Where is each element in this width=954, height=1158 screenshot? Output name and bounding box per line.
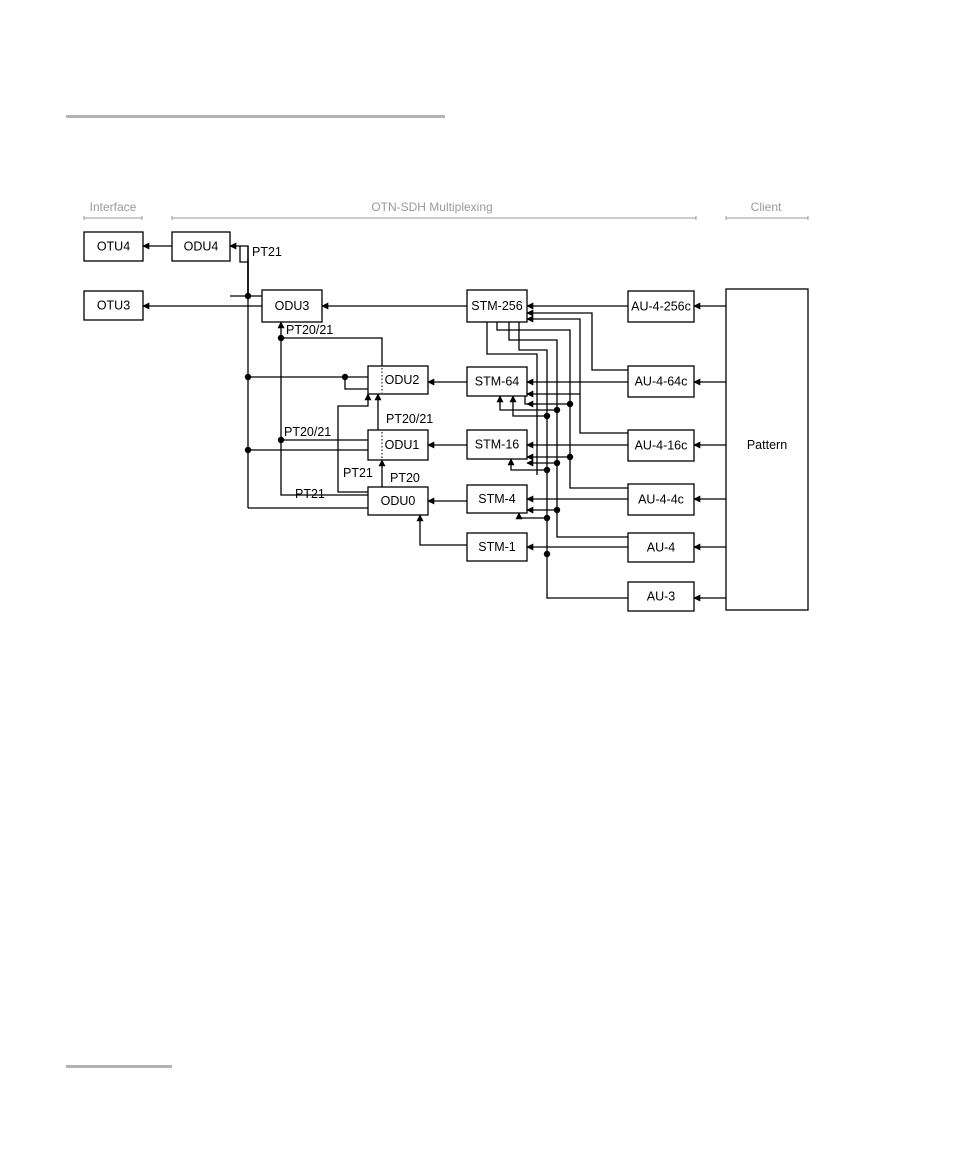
- box-odu4: ODU4: [172, 232, 230, 261]
- header-interface-label: Interface: [90, 200, 137, 214]
- svg-text:ODU2: ODU2: [385, 373, 420, 387]
- box-pattern: Pattern: [726, 289, 808, 610]
- label-pt21-odu1: PT21: [343, 466, 373, 480]
- svg-text:AU-4-64c: AU-4-64c: [635, 375, 688, 389]
- header-client: Client: [726, 200, 808, 220]
- svg-text:AU-4-16c: AU-4-16c: [635, 439, 688, 453]
- svg-text:STM-256: STM-256: [471, 299, 522, 313]
- svg-text:Pattern: Pattern: [747, 438, 787, 452]
- box-odu3: ODU3: [262, 290, 322, 322]
- label-pt20-21-odu3: PT20/21: [286, 323, 333, 337]
- box-au-4-64c: AU-4-64c: [628, 366, 694, 397]
- label-pt21-odu4: PT21: [252, 245, 282, 259]
- svg-text:AU-4: AU-4: [647, 541, 676, 555]
- svg-text:ODU4: ODU4: [184, 240, 219, 254]
- svg-text:AU-3: AU-3: [647, 590, 676, 604]
- svg-text:OTU3: OTU3: [97, 299, 130, 313]
- label-pt21-odu0: PT21: [295, 487, 325, 501]
- box-stm-64: STM-64: [467, 367, 527, 396]
- svg-text:AU-4-4c: AU-4-4c: [638, 493, 684, 507]
- box-odu1: ODU1: [368, 430, 428, 460]
- box-odu0: ODU0: [368, 487, 428, 515]
- svg-text:ODU3: ODU3: [275, 299, 310, 313]
- box-au-3: AU-3: [628, 582, 694, 611]
- svg-text:OTU4: OTU4: [97, 240, 130, 254]
- label-pt20-21-odu1: PT20/21: [284, 425, 331, 439]
- box-au-4-256c: AU-4-256c: [628, 291, 694, 322]
- header-client-label: Client: [751, 200, 782, 214]
- box-au-4: AU-4: [628, 533, 694, 562]
- label-pt20-odu1: PT20: [390, 471, 420, 485]
- svg-text:ODU1: ODU1: [385, 438, 420, 452]
- svg-text:STM-4: STM-4: [478, 492, 516, 506]
- label-pt20-21-odu2: PT20/21: [386, 412, 433, 426]
- svg-text:STM-16: STM-16: [475, 438, 520, 452]
- svg-text:ODU0: ODU0: [381, 494, 416, 508]
- box-odu2: ODU2: [368, 366, 428, 394]
- box-stm-16: STM-16: [467, 430, 527, 459]
- svg-text:STM-1: STM-1: [478, 540, 516, 554]
- box-otu3: OTU3: [84, 291, 143, 320]
- box-au-4-16c: AU-4-16c: [628, 430, 694, 461]
- box-au-4-4c: AU-4-4c: [628, 484, 694, 515]
- header-multiplexing: OTN-SDH Multiplexing: [172, 200, 696, 220]
- box-stm-4: STM-4: [467, 485, 527, 513]
- box-stm-1: STM-1: [467, 533, 527, 561]
- header-multiplexing-label: OTN-SDH Multiplexing: [371, 200, 492, 214]
- box-stm-256: STM-256: [467, 290, 527, 322]
- svg-text:STM-64: STM-64: [475, 375, 520, 389]
- header-interface: Interface: [84, 200, 142, 220]
- svg-text:AU-4-256c: AU-4-256c: [631, 300, 691, 314]
- box-otu4: OTU4: [84, 232, 143, 261]
